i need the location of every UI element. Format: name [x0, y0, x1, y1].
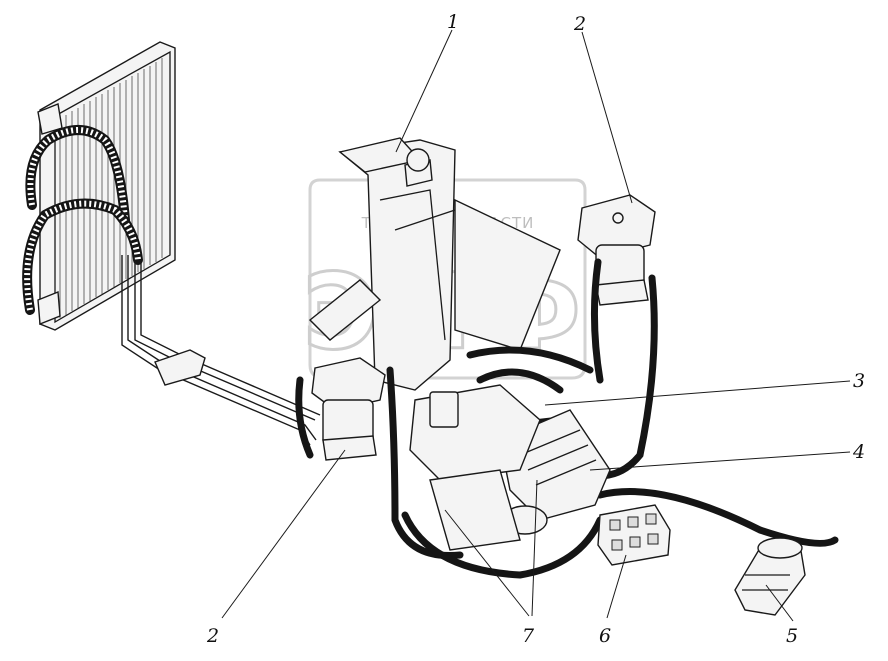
- leader-line-2-top: [581, 31, 633, 204]
- leader-line-2-bottom: [221, 449, 346, 619]
- main-tank-housing: [308, 137, 561, 391]
- callout-1: 1: [447, 11, 459, 33]
- refrigerant-pipes: [121, 255, 321, 446]
- callouts: 1 2 3 4 2 5 6 7: [206, 11, 865, 647]
- watermark-frame: [308, 178, 587, 380]
- callout-7: 7: [522, 625, 535, 647]
- leader-line-1: [395, 29, 453, 153]
- callout-4: 4: [852, 441, 865, 463]
- condenser-radiator: [37, 41, 176, 331]
- expansion-valve-block: [311, 357, 386, 461]
- callout-2-bottom: 2: [206, 625, 219, 647]
- receiver-drier-top: [577, 194, 656, 306]
- control-valve-block: [597, 504, 671, 566]
- leader-line-5: [765, 584, 794, 622]
- pump-assembly: [409, 384, 548, 551]
- callout-3: 3: [853, 370, 865, 392]
- leader-lines: [221, 29, 851, 622]
- radiator-hoses: [22, 125, 143, 315]
- filler-cap: [406, 148, 430, 172]
- callout-6: 6: [599, 625, 611, 647]
- leader-line-3: [544, 380, 851, 406]
- leader-line-7a: [444, 509, 530, 617]
- leader-line-6: [606, 554, 627, 619]
- filter-dryer-cylinder: [734, 537, 806, 616]
- leader-line-4: [589, 451, 851, 471]
- leader-line-7b: [531, 479, 538, 617]
- callout-2-top: 2: [573, 13, 586, 35]
- callout-5: 5: [786, 625, 798, 647]
